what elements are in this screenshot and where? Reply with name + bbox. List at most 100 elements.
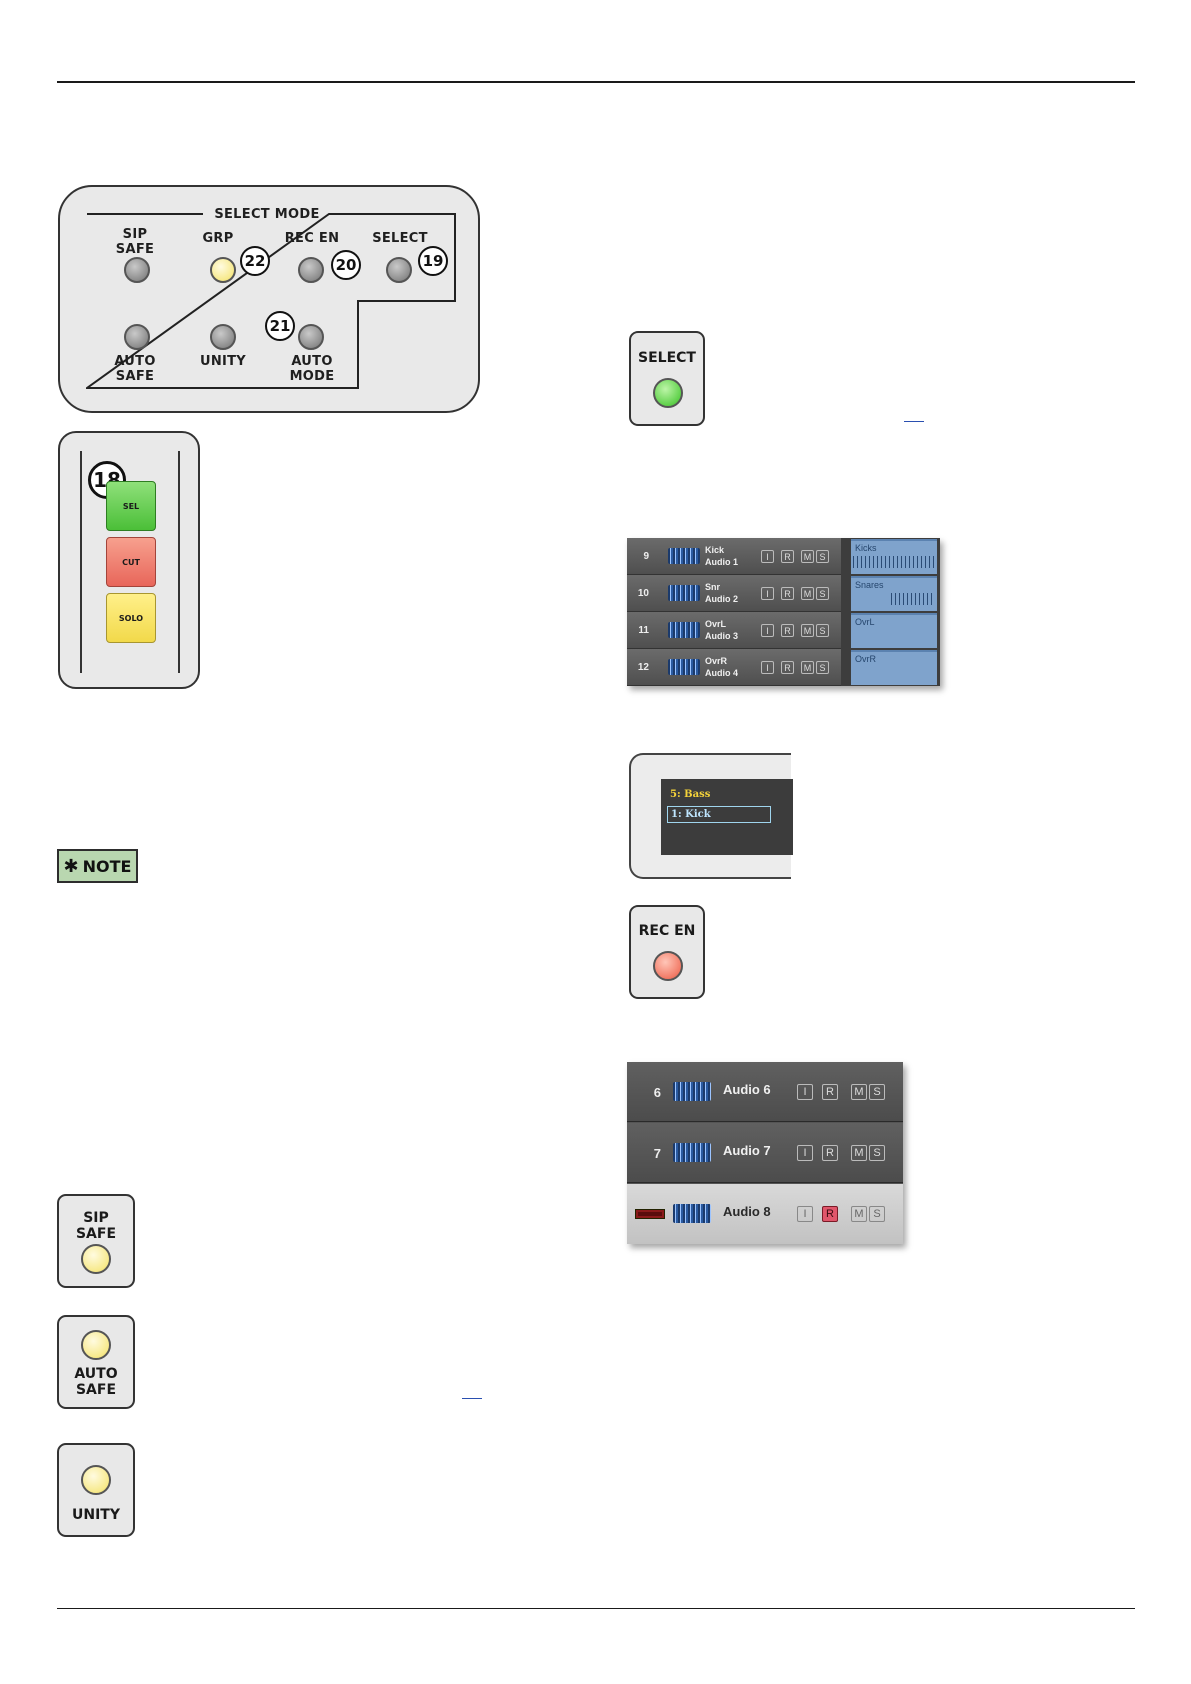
unity-key[interactable]: UNITY (57, 1443, 135, 1537)
select-key-led (653, 378, 683, 408)
record-enable-button[interactable]: R (781, 661, 794, 674)
auto-mode-led[interactable] (298, 324, 324, 350)
track-number: 9 (643, 551, 649, 562)
callout-21: 21 (265, 311, 295, 341)
note-label: NOTE (82, 856, 132, 876)
track-row[interactable]: 7 Audio 7 I R M S (627, 1123, 903, 1183)
track-row[interactable]: 6 Audio 6 I R M S (627, 1062, 903, 1122)
track-name: Audio 8 (723, 1204, 771, 1219)
solo-button[interactable]: S (869, 1145, 885, 1161)
solo-button[interactable]: S (869, 1084, 885, 1100)
auto-safe-led[interactable] (124, 324, 150, 350)
audio-tracks-screenshot: 6 Audio 6 I R M S 7 Audio 7 I R M S Audi… (627, 1062, 903, 1244)
record-enable-button[interactable]: R (822, 1145, 838, 1161)
rec-en-label: REC EN (284, 231, 340, 246)
callout-22: 22 (240, 246, 270, 276)
input-monitor-button[interactable]: I (797, 1145, 813, 1161)
track-row-selected[interactable]: Audio 8 I R M S (627, 1184, 903, 1244)
display-line-2[interactable]: 1: Kick (667, 806, 771, 823)
input-monitor-button[interactable]: I (761, 587, 774, 600)
waveform-icon (673, 1143, 711, 1162)
page-link-underline[interactable] (462, 1398, 482, 1399)
record-meter (635, 1209, 665, 1219)
grp-label: GRP (202, 231, 234, 246)
input-monitor-button[interactable]: I (797, 1084, 813, 1100)
record-enable-button-armed[interactable]: R (822, 1206, 838, 1222)
cut-button[interactable]: CUT (106, 537, 156, 587)
record-enable-button[interactable]: R (781, 587, 794, 600)
solo-button[interactable]: S (869, 1206, 885, 1222)
sel-button[interactable]: SEL (106, 481, 156, 531)
record-enable-button[interactable]: R (781, 550, 794, 563)
rec-en-key-label: REC EN (638, 923, 696, 939)
select-led[interactable] (386, 257, 412, 283)
track-name: Audio 6 (723, 1082, 771, 1097)
grp-led[interactable] (210, 257, 236, 283)
track-number: 10 (637, 588, 649, 599)
region[interactable]: OvrR (851, 650, 937, 685)
rec-en-led[interactable] (298, 257, 324, 283)
track-number: 11 (638, 625, 649, 636)
region[interactable]: OvrL (851, 613, 937, 648)
sip-safe-led[interactable] (124, 257, 150, 283)
mute-button[interactable]: M (851, 1206, 867, 1222)
mute-button[interactable]: M (801, 550, 814, 563)
footer-rule (57, 1608, 1135, 1609)
track-number: 7 (653, 1146, 661, 1161)
unity-key-led (81, 1465, 111, 1495)
arrange-regions: Kicks Snares OvrL OvrR (851, 538, 940, 686)
callout-18: 18 (88, 461, 126, 499)
input-monitor-button[interactable]: I (797, 1206, 813, 1222)
unity-key-label: UNITY (72, 1507, 120, 1523)
solo-button[interactable]: S (816, 550, 829, 563)
waveform-icon (668, 622, 700, 638)
channel-strip-panel: 18 SEL CUT SOLO (58, 431, 200, 689)
mute-button[interactable]: M (801, 587, 814, 600)
note-badge: ✱ NOTE (57, 849, 138, 883)
select-mode-outline (86, 213, 456, 389)
select-key[interactable]: SELECT (629, 331, 705, 426)
mute-button[interactable]: M (851, 1145, 867, 1161)
solo-button[interactable]: S (816, 624, 829, 637)
mute-button[interactable]: M (801, 624, 814, 637)
asterisk-icon: ✱ (63, 855, 79, 877)
unity-led[interactable] (210, 324, 236, 350)
input-monitor-button[interactable]: I (761, 624, 774, 637)
track-name: Audio 7 (723, 1143, 771, 1158)
solo-button[interactable]: SOLO (106, 593, 156, 643)
header-rule (57, 81, 1135, 83)
region[interactable]: Kicks (851, 539, 937, 574)
mute-button[interactable]: M (801, 661, 814, 674)
region[interactable]: Snares (851, 576, 937, 611)
page-link-underline-2[interactable] (904, 421, 924, 422)
select-mode-heading: SELECT MODE (214, 207, 320, 222)
solo-button[interactable]: S (816, 587, 829, 600)
unity-label: UNITY (199, 354, 247, 369)
rec-en-key[interactable]: REC EN (629, 905, 705, 999)
waveform-icon (673, 1204, 711, 1223)
input-monitor-button[interactable]: I (761, 550, 774, 563)
input-monitor-button[interactable]: I (761, 661, 774, 674)
callout-19: 19 (418, 246, 448, 276)
solo-button[interactable]: S (816, 661, 829, 674)
record-enable-button[interactable]: R (781, 624, 794, 637)
lcd-display: 5: Bass 1: Kick (661, 779, 793, 855)
record-enable-button[interactable]: R (822, 1084, 838, 1100)
mute-button[interactable]: M (851, 1084, 867, 1100)
select-key-label: SELECT (638, 350, 696, 366)
waveform-icon (673, 1082, 711, 1101)
